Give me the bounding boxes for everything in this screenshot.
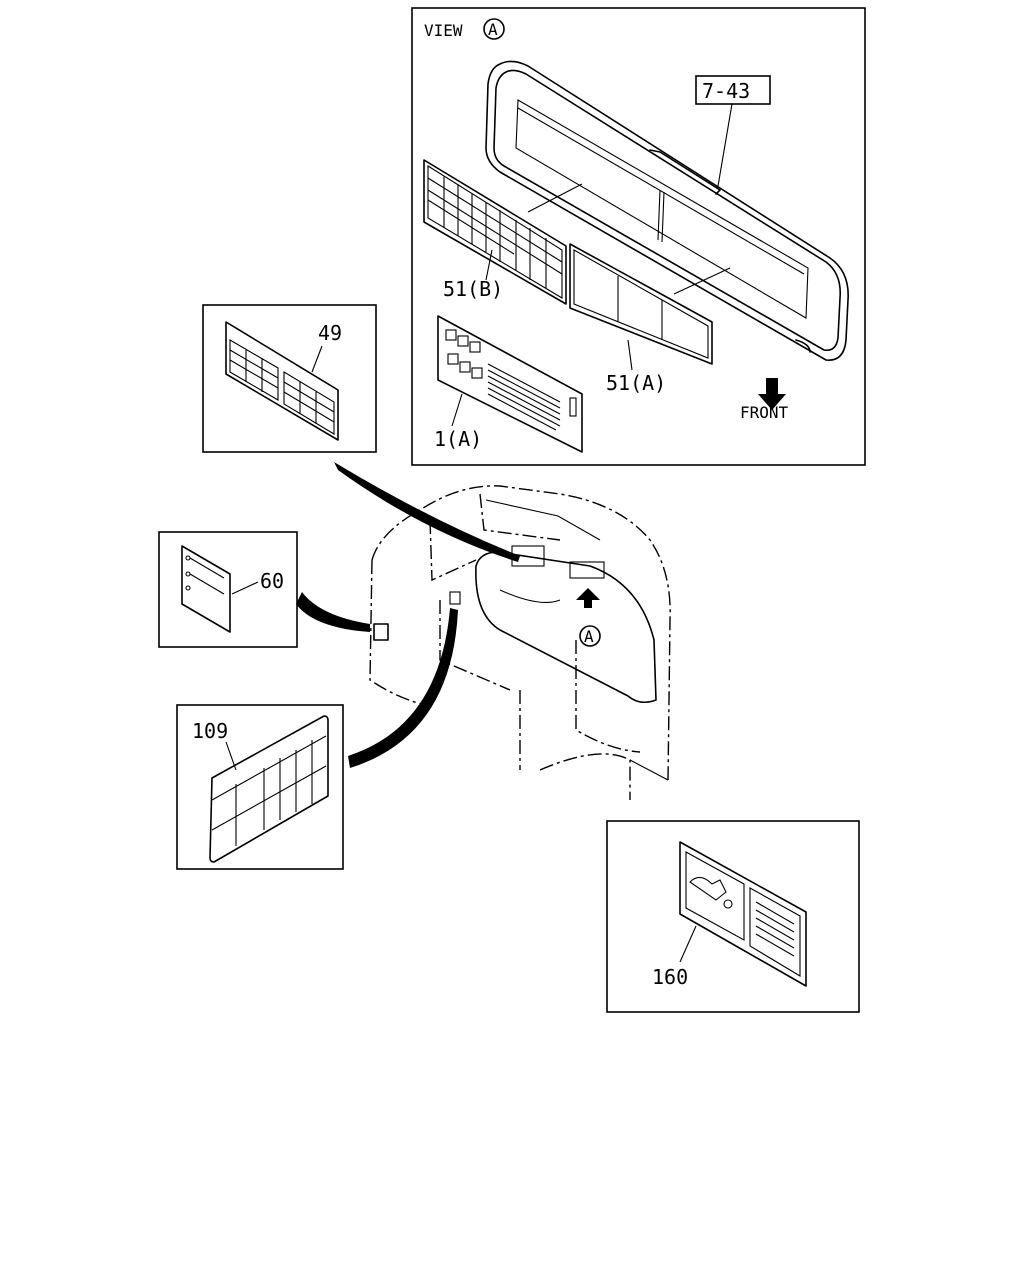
- leader-band-60: [296, 592, 370, 632]
- callout-7-43: 7-43: [702, 79, 750, 103]
- callout-51b: 51(B): [443, 277, 503, 301]
- view-title: VIEW: [424, 21, 463, 40]
- callout-109: 109: [192, 719, 228, 743]
- front-arrow-icon: [758, 378, 786, 410]
- panel-109-frame: [176, 704, 344, 870]
- view-a-panel: VIEW A: [411, 7, 866, 466]
- panel-109: 109: [176, 704, 344, 870]
- panel-160: 160: [606, 820, 860, 1013]
- view-circle: [483, 18, 505, 40]
- callout-51a: 51(A): [606, 371, 666, 395]
- label-51a-part: [569, 243, 713, 365]
- panel-49-frame: [202, 304, 377, 453]
- callout-1a: 1(A): [434, 427, 482, 451]
- panel-49: 49: [202, 304, 377, 453]
- callout-box-7-43: [695, 75, 771, 105]
- callout-49: 49: [318, 321, 342, 345]
- label-51b-part: [423, 159, 567, 305]
- view-a-marker: A: [584, 627, 594, 646]
- panel-60: 60: [158, 531, 298, 648]
- panel-160-frame: [606, 820, 860, 1013]
- leader-band-49: [334, 462, 520, 562]
- leader-band-109: [348, 608, 458, 768]
- cab-interior: A: [369, 485, 671, 800]
- leader-51a: [627, 339, 633, 371]
- front-label: FRONT: [740, 403, 789, 422]
- leader-51b-console: [527, 183, 583, 213]
- view-circle-letter: A: [488, 20, 498, 39]
- view-a-marker-circle: [579, 625, 601, 647]
- overhead-console: [485, 60, 849, 361]
- callout-160: 160: [652, 965, 688, 989]
- view-a-arrow-icon: [576, 588, 600, 608]
- label-1a-part: [437, 315, 583, 453]
- leader-51a-console: [673, 267, 731, 295]
- leader-7-43: [717, 103, 733, 187]
- leader-51b: [485, 249, 493, 281]
- leader-1a: [451, 393, 463, 427]
- callout-60: 60: [260, 569, 284, 593]
